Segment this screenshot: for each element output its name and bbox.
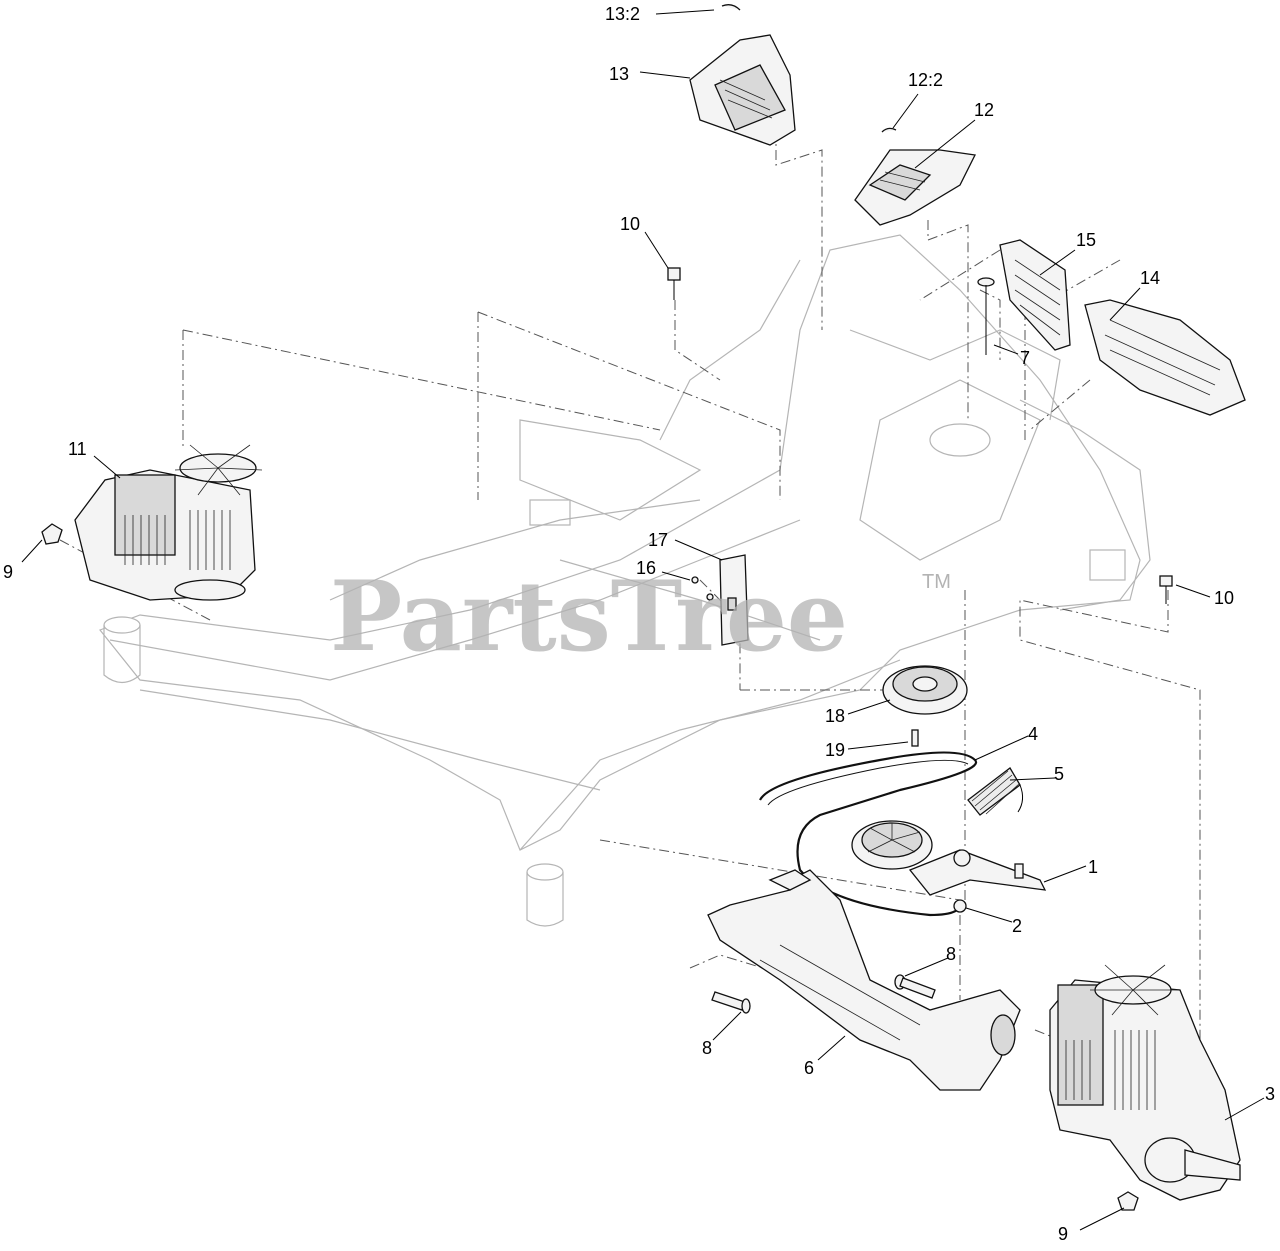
part-18-pulley[interactable] bbox=[882, 665, 968, 715]
callout-18[interactable]: 18 bbox=[825, 706, 845, 726]
part-12-cover[interactable] bbox=[854, 127, 976, 226]
callout-5[interactable]: 5 bbox=[1054, 764, 1064, 784]
callout-9-left[interactable]: 9 bbox=[3, 562, 13, 582]
callout-12[interactable]: 12 bbox=[974, 100, 994, 120]
part-17-bracket[interactable] bbox=[719, 554, 749, 646]
callout-6[interactable]: 6 bbox=[804, 1058, 814, 1078]
callout-10-right[interactable]: 10 bbox=[1214, 588, 1234, 608]
callout-4[interactable]: 4 bbox=[1028, 724, 1038, 744]
callout-14[interactable]: 14 bbox=[1140, 268, 1160, 288]
part-4-belt[interactable] bbox=[759, 751, 978, 917]
callout-13-2[interactable]: 13:2 bbox=[605, 4, 640, 24]
callout-12-2[interactable]: 12:2 bbox=[908, 70, 943, 90]
part-13-cover[interactable] bbox=[689, 4, 796, 146]
part-15-shroud[interactable] bbox=[999, 239, 1071, 351]
callout-13[interactable]: 13 bbox=[609, 64, 629, 84]
part-7-bolt[interactable] bbox=[977, 277, 995, 355]
callout-leaders bbox=[21, 9, 1265, 1231]
callout-labels: 13:2 13 12:2 12 15 14 10 7 11 9 17 16 10… bbox=[3, 4, 1275, 1244]
part-1-idler-arm[interactable] bbox=[851, 820, 1047, 896]
callout-7[interactable]: 7 bbox=[1020, 348, 1030, 368]
watermark-text: PartsTree bbox=[330, 560, 848, 673]
callout-16[interactable]: 16 bbox=[636, 558, 656, 578]
part-6-frame-bracket[interactable] bbox=[707, 869, 1021, 1091]
part-14-shroud[interactable] bbox=[1084, 299, 1246, 416]
callout-3[interactable]: 3 bbox=[1265, 1084, 1275, 1104]
callout-19[interactable]: 19 bbox=[825, 740, 845, 760]
part-10-bolt-right[interactable] bbox=[1159, 575, 1173, 604]
callout-2[interactable]: 2 bbox=[1012, 916, 1022, 936]
part-10-bolt-left[interactable] bbox=[667, 267, 681, 300]
part-5-spring[interactable] bbox=[967, 767, 1024, 816]
callout-8-left[interactable]: 8 bbox=[702, 1038, 712, 1058]
part-11-transaxle-left[interactable] bbox=[41, 444, 263, 601]
callout-10-left[interactable]: 10 bbox=[620, 214, 640, 234]
callout-9-right[interactable]: 9 bbox=[1058, 1224, 1068, 1244]
part-16-screw[interactable] bbox=[691, 576, 714, 601]
callout-1[interactable]: 1 bbox=[1088, 857, 1098, 877]
part-8-pin-right[interactable] bbox=[894, 974, 936, 999]
part-8-pin-left[interactable] bbox=[711, 991, 751, 1014]
callout-8-right[interactable]: 8 bbox=[946, 944, 956, 964]
part-2-nut[interactable] bbox=[953, 899, 967, 913]
chassis-frame bbox=[99, 234, 1151, 927]
callout-11[interactable]: 11 bbox=[68, 439, 87, 459]
part-19-key[interactable] bbox=[911, 729, 919, 747]
callout-15[interactable]: 15 bbox=[1076, 230, 1096, 250]
part-3-transaxle-right[interactable] bbox=[1049, 964, 1241, 1211]
watermark-trademark: TM bbox=[922, 571, 951, 593]
callout-17[interactable]: 17 bbox=[648, 530, 668, 550]
